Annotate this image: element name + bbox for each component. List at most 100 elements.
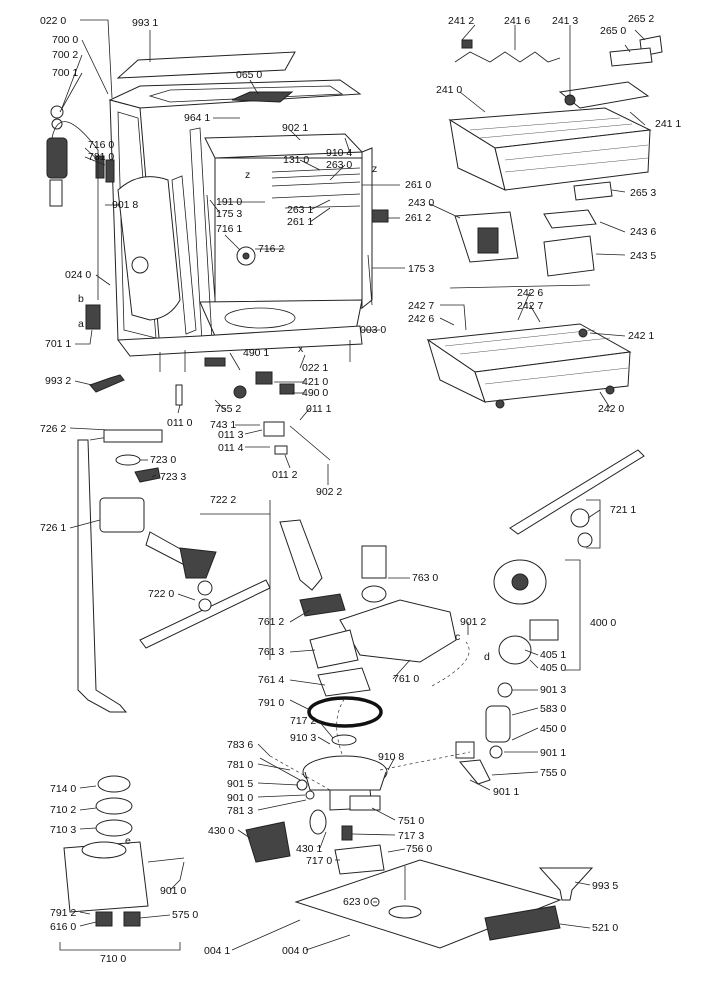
feed-tube-part — [279, 519, 323, 591]
label-701-1: 701 1 — [45, 338, 71, 350]
heater-tube-part — [485, 705, 511, 743]
label-242-1: 242 1 — [628, 330, 654, 342]
basket-clip-part — [461, 39, 473, 49]
label-791-2: 791 2 — [50, 907, 76, 919]
label-c: c — [455, 631, 460, 643]
group-brackets — [59, 284, 601, 951]
label-263-1: 263 1 — [287, 204, 313, 216]
label-910-4: 910 4 — [326, 147, 352, 159]
label-191-0: 191 0 — [216, 196, 242, 208]
label-716-1: 716 1 — [216, 223, 242, 235]
valve-hose-part — [49, 179, 63, 207]
sump-base-part — [317, 667, 371, 697]
label-616-0: 616 0 — [50, 921, 76, 933]
riser-top-part — [103, 429, 163, 443]
label-726-1: 726 1 — [40, 522, 66, 534]
label-710-2: 710 2 — [50, 804, 76, 816]
drain-seal-part — [309, 809, 327, 835]
label-700-2: 700 2 — [52, 49, 78, 61]
label-902-1: 902 1 — [282, 122, 308, 134]
label-716-2: 716 2 — [258, 243, 284, 255]
label-490-0: 490 0 — [302, 387, 328, 399]
label-011-2: 011 2 — [272, 469, 298, 481]
label-x: x — [298, 343, 304, 355]
label-902-2: 902 2 — [316, 486, 342, 498]
label-011-0: 011 0 — [167, 417, 193, 429]
relay-part — [255, 371, 273, 385]
label-241-6: 241 6 — [504, 15, 530, 27]
label-761-3: 761 3 — [258, 646, 284, 658]
label-065-0: 065 0 — [236, 69, 262, 81]
lower-wheel-part — [578, 328, 588, 338]
screw-part — [175, 384, 183, 406]
label-011-4: 011 4 — [218, 442, 244, 454]
label-261-1: 261 1 — [287, 216, 313, 228]
pump-impeller-part — [498, 635, 532, 665]
label-011-1: 011 1 — [306, 403, 332, 415]
label-242-6-a: 242 6 — [408, 313, 434, 325]
label-022-1: 022 1 — [302, 362, 328, 374]
connection-lines — [269, 641, 471, 791]
side-insulation-part — [117, 176, 181, 321]
label-964-1: 964 1 — [184, 112, 210, 124]
leader-lines — [59, 19, 646, 951]
valve-part — [341, 825, 353, 841]
sump-plate-part — [339, 599, 457, 663]
label-243-0: 243 0 — [408, 197, 434, 209]
rail-stop-part — [371, 209, 389, 223]
sump-cover-part — [299, 593, 346, 617]
label-241-0: 241 0 — [436, 84, 462, 96]
label-d: d — [484, 651, 490, 663]
label-243-5: 243 5 — [630, 250, 656, 262]
label-763-0: 763 0 — [412, 572, 438, 584]
label-993-2: 993 2 — [45, 375, 71, 387]
sump-cap-part — [331, 734, 357, 746]
label-901-8: 901 8 — [112, 199, 138, 211]
clip-part — [134, 467, 161, 483]
label-405-1: 405 1 — [540, 649, 566, 661]
label-242-0: 242 0 — [598, 403, 624, 415]
label-714-0: 714 0 — [50, 783, 76, 795]
label-263-0: 263 0 — [326, 159, 352, 171]
label-723-3: 723 3 — [160, 471, 186, 483]
label-717-3: 717 3 — [398, 830, 424, 842]
label-241-2: 241 2 — [448, 15, 474, 27]
hub-bracket-part — [99, 497, 145, 533]
hinge-part — [85, 304, 101, 330]
label-722-0: 722 0 — [148, 588, 174, 600]
hose-elbow-part — [459, 759, 491, 785]
label-901-1-b: 901 1 — [493, 786, 519, 798]
label-910-3: 910 3 — [290, 732, 316, 744]
label-421-0: 421 0 — [302, 376, 328, 388]
label-004-1: 004 1 — [204, 945, 230, 957]
label-783-6: 783 6 — [227, 739, 253, 751]
pump-housing-part — [334, 844, 385, 875]
label-242-7-b: 242 7 — [517, 300, 543, 312]
filter-part — [361, 545, 387, 579]
cabinet-tub-assembly — [46, 51, 389, 461]
label-901-2-a: 901 2 — [460, 616, 486, 628]
spray-assembly — [63, 429, 645, 949]
label-175-3-b: 175 3 — [408, 263, 434, 275]
label-761-4: 761 4 — [258, 674, 284, 686]
label-004-0: 004 0 — [282, 945, 308, 957]
sump-seal-ring-part — [307, 696, 383, 728]
label-723-0: 723 0 — [150, 454, 176, 466]
label-791-0: 791 0 — [258, 697, 284, 709]
label-717-0: 717 0 — [306, 855, 332, 867]
spring-part-a — [95, 155, 105, 179]
label-910-8: 910 8 — [378, 751, 404, 763]
side-vent-part — [131, 256, 149, 274]
label-993-1: 993 1 — [132, 17, 158, 29]
label-405-0: 405 0 — [540, 662, 566, 674]
base-frame — [117, 325, 363, 357]
label-761-2: 761 2 — [258, 616, 284, 628]
label-430-1: 430 1 — [296, 843, 322, 855]
handle-part — [609, 47, 653, 67]
filter-cup-part — [361, 585, 387, 603]
label-722-2: 722 2 — [210, 494, 236, 506]
label-265-0: 265 0 — [600, 25, 626, 37]
label-242-7-a: 242 7 — [408, 300, 434, 312]
label-241-1: 241 1 — [655, 118, 681, 130]
label-024-0: 024 0 — [65, 269, 91, 281]
